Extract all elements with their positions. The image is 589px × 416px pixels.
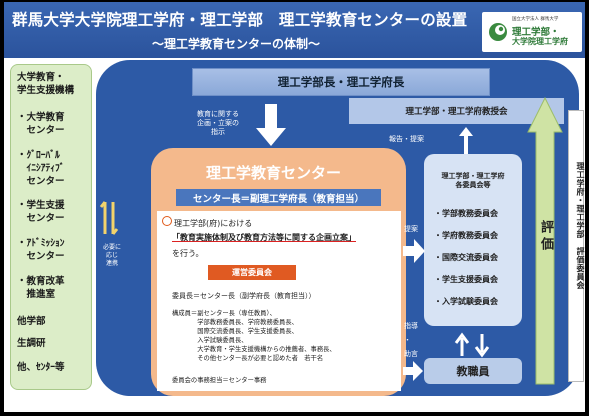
education-center-title: 理工学教育センター	[206, 164, 342, 182]
guidance-label: 指導 ・ 助言	[404, 322, 418, 358]
center-planning-line: 「教育実施体制及び教育方法等に関する企画立案」	[172, 233, 356, 242]
logo-small-text: 国立大学法人 群馬大学	[512, 17, 559, 22]
logo-line-1: 理工学部・	[512, 27, 560, 38]
committees-box	[424, 154, 522, 326]
bidirectional-arrow-icon	[99, 201, 119, 235]
down-arrow-icon	[256, 104, 286, 146]
operations-committee-box: 運営委員会	[208, 265, 296, 280]
evaluation-label: 評価	[538, 220, 553, 254]
proposal-label: 提案	[404, 225, 418, 233]
staff-box: 教職員	[424, 358, 522, 384]
right-arrow-icon	[403, 239, 425, 263]
report-arrow-icon	[459, 127, 473, 154]
right-arrow-icon	[403, 361, 423, 381]
committee-members-text: 構成員＝副センター長（専任教員）、 学部教務委員長、学府教務委員長、 国際交流委…	[172, 310, 336, 362]
left-panel-heading: 大学教育・ 学生支援機構	[17, 72, 75, 96]
page-title: 群馬大学大学院理工学府・理工学部 理工学教育センターの設置	[12, 11, 468, 29]
logo-mark-icon	[489, 23, 507, 41]
evaluation-committee-panel	[568, 110, 584, 382]
committees-header: 理工学部・理工学府 各委員会等	[441, 172, 505, 189]
left-item-other-centers: 他、ｾﾝﾀｰ等	[17, 362, 65, 373]
left-item-research-center: 生調研	[17, 338, 46, 349]
left-item-global-initiative-center: ・ｸﾞﾛｰﾊﾞﾙ ｲﾆｼｱﾃｨﾌﾞ センター	[17, 150, 65, 187]
dean-box: 理工学部長・理工学府長	[192, 68, 490, 96]
faculty-council-box: 理工学部・理工学府教授会	[349, 98, 564, 124]
slide: 群馬大学大学院理工学府・理工学部 理工学教育センターの設置 ～理工学教育センター…	[4, 2, 585, 412]
committee-office-line: 委員会の事務担当＝センター事務	[172, 377, 267, 384]
committee-item: ・学部教務委員会	[434, 209, 498, 218]
center-faculty-line: 理工学部(府)における	[174, 219, 253, 228]
report-proposal-label: 報告・提案	[389, 135, 424, 143]
committee-item: ・学府教務委員会	[434, 231, 498, 240]
left-item-education-reform-office: ・教育改革 推進室	[17, 276, 65, 300]
committee-item: ・国際交流委員会	[434, 253, 498, 262]
left-item-admission-center: ・ｱﾄﾞﾐｯｼｮﾝ センター	[17, 238, 65, 262]
logo-line-2: 大学院理工学府	[512, 37, 568, 46]
circle-bullet-icon	[162, 216, 172, 226]
center-perform-line: を行う。	[172, 249, 204, 258]
page-subtitle: ～理工学教育センターの体制～	[152, 37, 321, 51]
committee-chair-line: 委員長＝センター長（副学府長（教育担当））	[172, 292, 316, 300]
center-director-bar: センター長＝副理工学府長（教育担当）	[176, 189, 381, 206]
committee-item: ・学生支援委員会	[434, 275, 498, 284]
university-logo: 国立大学法人 群馬大学 理工学部・ 大学院理工学府	[482, 12, 582, 52]
committee-item: ・入学試験委員会	[434, 297, 498, 306]
left-item-education-center: ・大学教育 センター	[17, 112, 65, 136]
instruction-label: 教育に関する 企画・立案の 指示	[197, 110, 239, 136]
center-content-panel	[157, 211, 401, 391]
left-item-student-support-center: ・学生支援 センター	[17, 200, 65, 224]
evaluation-arrow-icon	[527, 96, 563, 385]
up-down-arrows-icon	[454, 332, 490, 358]
cooperation-label: 必要に 応じ 連携	[103, 244, 122, 267]
left-organizations-panel: 大学教育・ 学生支援機構 ・大学教育 センター ・ｸﾞﾛｰﾊﾞﾙ ｲﾆｼｱﾃｨﾌ…	[10, 64, 92, 390]
left-item-other-faculties: 他学部	[17, 316, 46, 327]
evaluation-committee-label: 理工学府・理工学部 評価委員会	[576, 162, 585, 290]
